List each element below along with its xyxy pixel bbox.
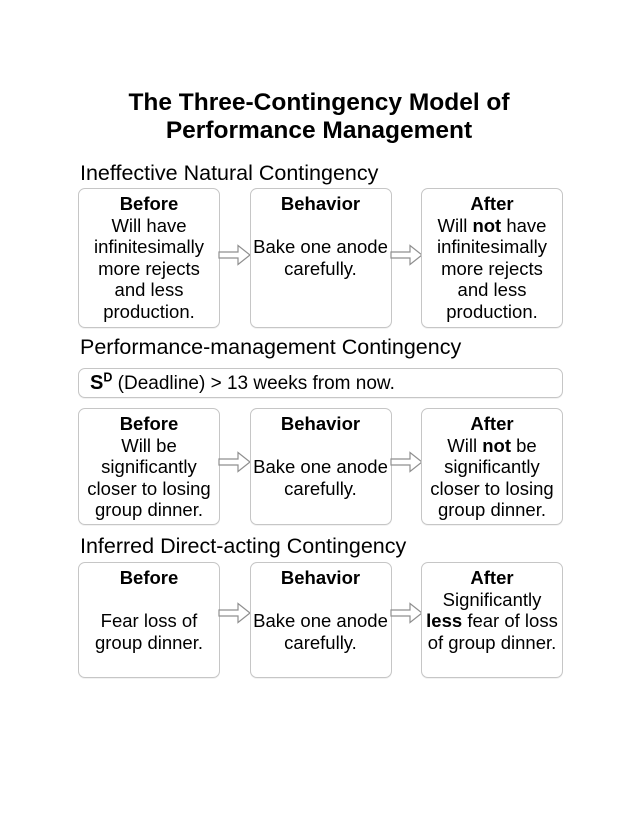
after-box-2: After Will not be significantly closer t…: [421, 408, 563, 526]
before-box-3: Before Fear loss of group dinner.: [78, 562, 220, 679]
after-box-3: After Significantly less fear of loss of…: [421, 562, 563, 679]
right-arrow-icon: [218, 562, 252, 678]
box-blank-line: [251, 215, 391, 237]
before-box-2: Before Will be significantly closer to l…: [78, 408, 220, 526]
box-text-line: Will not have: [437, 214, 547, 236]
title-line-2: Performance Management: [165, 116, 473, 144]
section-heading-inferred-direct-acting-contingency: Inferred Direct-acting Contingency: [80, 534, 407, 559]
box-title: Behavior: [280, 567, 361, 589]
sd-symbol: S: [90, 371, 104, 394]
box-text-line: more rejects: [441, 257, 543, 279]
right-arrow-icon: [218, 408, 252, 525]
box-blank-line: [251, 435, 391, 457]
before-box-1: Before Will have infinitesimally more re…: [78, 188, 220, 329]
right-arrow-icon: [390, 408, 423, 525]
sd-description: (Deadline) > 13 weeks from now.: [112, 372, 395, 394]
box-text-line: carefully.: [284, 257, 357, 279]
box-title: After: [470, 567, 514, 589]
contingency-row-1: Before Will have infinitesimally more re…: [78, 188, 563, 329]
right-arrow-icon: [218, 188, 252, 328]
box-title: Before: [119, 567, 179, 589]
box-title: Before: [119, 413, 179, 435]
box-text-line: production.: [446, 300, 538, 322]
deadline-stimulus-box: SD (Deadline) > 13 weeks from now.: [78, 368, 563, 399]
box-text-line: carefully.: [284, 477, 357, 499]
title-line-1: The Three-Contingency Model of: [128, 89, 510, 117]
box-title: Behavior: [280, 413, 361, 435]
diagram-content: Ineffective Natural Contingency Before W…: [78, 161, 563, 679]
box-title: After: [470, 413, 514, 435]
box-text-line: Bake one anode: [253, 236, 388, 258]
behavior-box-3: Behavior Bake one anode carefully.: [249, 562, 392, 679]
box-text-line: of group dinner.: [427, 631, 557, 653]
section-heading-ineffective-natural-contingency: Ineffective Natural Contingency: [80, 161, 379, 186]
box-text-line: more rejects: [98, 257, 200, 279]
section-heading-performance-management-contingency: Performance-management Contingency: [80, 335, 462, 360]
box-text-line: Bake one anode: [253, 610, 388, 632]
box-text-line: infinitesimally: [93, 236, 204, 258]
sd-superscript: D: [103, 370, 113, 385]
right-arrow-icon: [390, 188, 423, 328]
box-text-line: Will have: [111, 214, 187, 236]
box-text-line: group dinner.: [437, 499, 546, 521]
box-text-line: carefully.: [284, 631, 357, 653]
box-text-line: group dinner.: [94, 499, 203, 521]
box-text-line: Fear loss of: [100, 610, 198, 632]
box-text-line: Will be: [121, 434, 177, 456]
sd-text: SD (Deadline) > 13 weeks from now.: [90, 370, 395, 395]
box-text-line: significantly: [101, 456, 197, 478]
box-text-line: closer to losing: [87, 477, 211, 499]
behavior-box-1: Behavior Bake one anode carefully.: [249, 188, 392, 329]
box-text-line: less fear of loss: [426, 610, 558, 632]
box-title: Behavior: [280, 193, 361, 215]
box-text-line: significantly: [444, 456, 540, 478]
box-text-line: Significantly: [442, 588, 542, 610]
box-text-line: infinitesimally: [436, 236, 547, 258]
right-arrow-icon: [390, 562, 423, 678]
after-box-1: After Will not have infinitesimally more…: [421, 188, 563, 329]
box-text-line: and less: [457, 279, 527, 301]
box-text-line: Will not be: [447, 434, 537, 456]
contingency-row-3: Before Fear loss of group dinner. Behavi…: [78, 562, 563, 679]
box-blank-line: [79, 589, 219, 611]
contingency-row-2: Before Will be significantly closer to l…: [78, 408, 563, 526]
box-text-line: production.: [103, 300, 195, 322]
box-blank-line: [251, 589, 391, 611]
box-text-line: closer to losing: [430, 477, 554, 499]
box-text-line: group dinner.: [94, 631, 203, 653]
box-title: Before: [119, 193, 179, 215]
box-text-line: Bake one anode: [253, 456, 388, 478]
box-title: After: [470, 193, 514, 215]
behavior-box-2: Behavior Bake one anode carefully.: [249, 408, 392, 526]
box-text-line: and less: [114, 279, 184, 301]
